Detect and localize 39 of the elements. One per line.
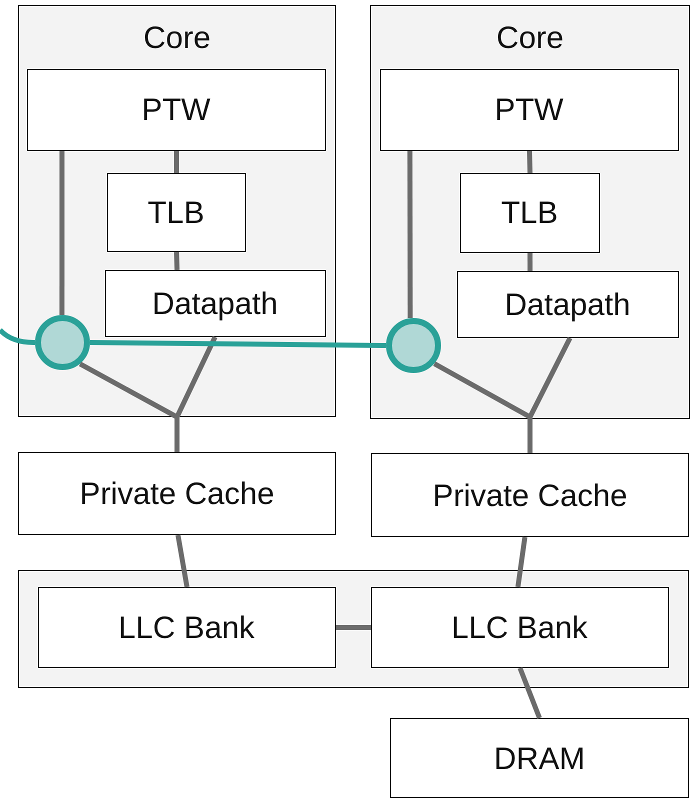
core-panel [370,5,690,419]
box-label: DRAM [494,742,586,774]
connector-line [59,151,64,315]
component-box [380,68,678,150]
box-label: PTW [494,94,564,125]
connector-line [176,534,190,588]
component-box [18,452,336,535]
panel-heading: Core [143,22,211,53]
component-box [460,172,600,252]
connector-line [518,667,542,719]
core-panel [18,5,336,417]
box-label: LLC Bank [118,612,255,642]
connector-line [515,536,528,588]
connector-line [407,151,413,318]
component-box [456,270,678,338]
component-box [390,718,689,798]
signal-line [0,328,35,345]
connector-line [336,625,371,630]
component-box [106,172,246,252]
component-box [26,68,326,150]
box-label: Private Cache [432,480,628,510]
panel-heading: Core [496,22,564,53]
box-label: Datapath [152,288,278,318]
box-label: Private Cache [80,478,274,509]
box-label: LLC Bank [451,612,588,642]
box-label: Datapath [504,288,630,320]
box-label: TLB [501,197,558,228]
connector-line [528,253,533,271]
llc-panel [18,570,689,688]
component-box [370,586,668,668]
component-box [38,586,336,668]
box-label: PTW [142,94,210,125]
component-box [104,270,326,336]
component-box [371,453,689,537]
signal-line [90,340,386,348]
box-label: TLB [148,196,204,228]
connector-line [527,150,532,174]
connector-line [174,252,180,270]
connector-line [174,151,179,173]
